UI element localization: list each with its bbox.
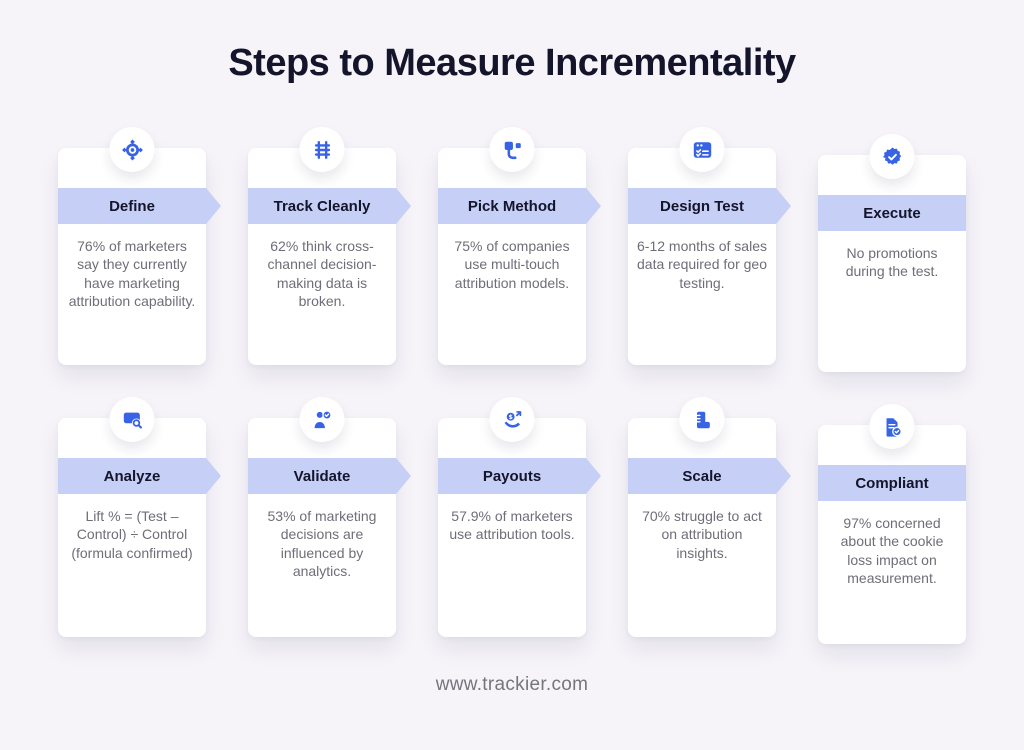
- step-description: 6-12 months of sales data required for g…: [637, 238, 767, 291]
- step-description: 75% of companies use multi-touch attribu…: [454, 238, 570, 291]
- search-window-icon: [109, 397, 155, 442]
- step-label: Track Cleanly: [273, 197, 371, 215]
- step-label: Design Test: [660, 197, 744, 215]
- step-description: 76% of marketers say they currently have…: [68, 238, 196, 310]
- step-card-execute: Execute No promotions during the test.: [818, 134, 966, 372]
- step-banner: Execute: [818, 195, 966, 231]
- step-card-validate: Validate 53% of marketing decisions are …: [248, 397, 411, 637]
- step-card-scale: Scale 70% struggle to act on attribution…: [628, 397, 791, 637]
- step-label: Execute: [863, 204, 921, 222]
- step-card-define: Define 76% of marketers say they current…: [58, 127, 221, 365]
- step-card-pick-method: Pick Method 75% of companies use multi-t…: [438, 127, 601, 365]
- page-title: Steps to Measure Incrementality: [228, 42, 796, 84]
- step-description: Lift % = (Test – Control) ÷ Control (for…: [71, 508, 193, 561]
- step-card-payouts: $ Payouts 57.9% of marketers use attribu…: [438, 397, 601, 637]
- step-label: Scale: [682, 467, 722, 485]
- step-label: Payouts: [482, 467, 542, 485]
- step-description: 97% concerned about the cookie loss impa…: [840, 515, 944, 587]
- verified-badge-icon: [869, 134, 915, 179]
- document-badge-icon: [869, 404, 915, 449]
- person-check-icon: [299, 397, 345, 442]
- step-description: 57.9% of marketers use attribution tools…: [449, 508, 575, 543]
- step-description: 70% struggle to act on attribution insig…: [642, 508, 762, 561]
- step-description: 62% think cross-channel decision-making …: [267, 238, 377, 310]
- step-card-analyze: Analyze Lift % = (Test – Control) ÷ Cont…: [58, 397, 221, 637]
- step-card-design-test: Design Test 6-12 months of sales data re…: [628, 127, 791, 365]
- step-label: Define: [109, 197, 155, 215]
- step-banner: Define: [58, 188, 221, 224]
- step-banner: Payouts: [438, 458, 601, 494]
- step-label: Validate: [293, 467, 351, 485]
- target-icon: [109, 127, 155, 172]
- checklist-icon: [679, 127, 725, 172]
- steps-row-1: Define 76% of marketers say they current…: [58, 127, 966, 372]
- step-banner: Validate: [248, 458, 411, 494]
- step-label: Pick Method: [467, 197, 557, 215]
- steps-row-2: Analyze Lift % = (Test – Control) ÷ Cont…: [58, 397, 966, 644]
- step-description: No promotions during the test.: [845, 245, 939, 280]
- step-banner: Analyze: [58, 458, 221, 494]
- flowchart-icon: [489, 127, 535, 172]
- step-banner: Scale: [628, 458, 791, 494]
- step-card-track-cleanly: Track Cleanly 62% think cross-channel de…: [248, 127, 411, 365]
- hand-coin-icon: $: [489, 397, 535, 442]
- railway-track-icon: [299, 127, 345, 172]
- step-banner: Pick Method: [438, 188, 601, 224]
- svg-text:$: $: [508, 413, 512, 420]
- step-banner: Compliant: [818, 465, 966, 501]
- ruler-icon: [679, 397, 725, 442]
- step-description: 53% of marketing decisions are influence…: [267, 508, 377, 580]
- step-banner: Design Test: [628, 188, 791, 224]
- step-label: Compliant: [855, 474, 929, 492]
- footer-website: www.trackier.com: [435, 674, 589, 695]
- step-banner: Track Cleanly: [248, 188, 411, 224]
- step-label: Analyze: [103, 467, 161, 485]
- step-card-compliant: Compliant 97% concerned about the cookie…: [818, 404, 966, 644]
